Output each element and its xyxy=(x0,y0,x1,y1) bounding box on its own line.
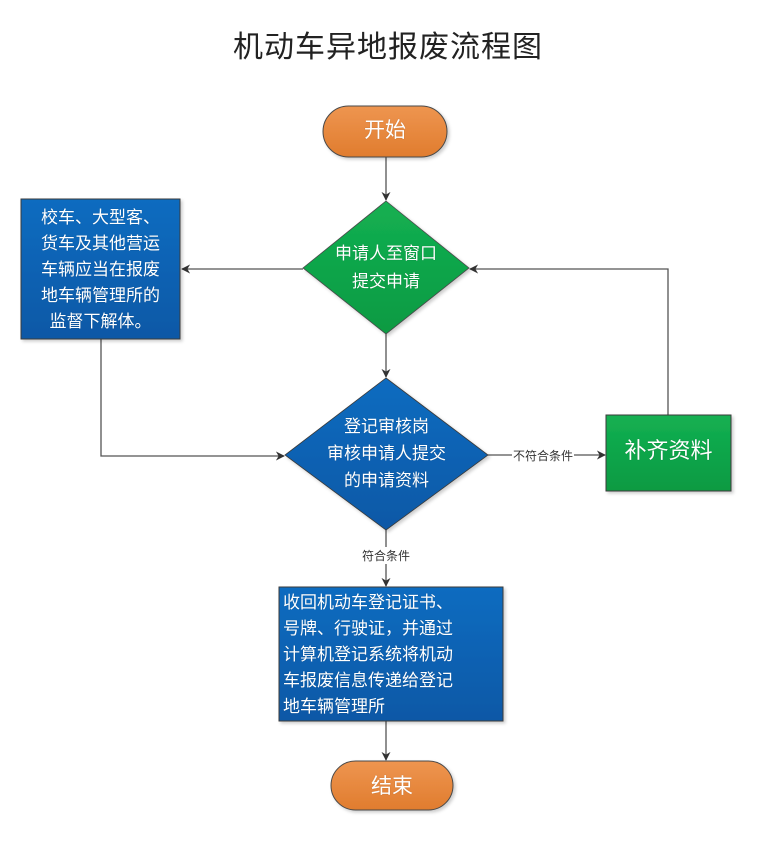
edge-label-qualified: 符合条件 xyxy=(361,547,412,564)
edge-supplement-to-submit xyxy=(469,264,669,415)
node-end xyxy=(330,760,454,811)
node-start xyxy=(322,105,448,158)
node-collect xyxy=(278,586,504,722)
edge-label-not-qualified: 不符合条件 xyxy=(512,447,575,464)
diagram-title: 机动车异地报废流程图 xyxy=(233,30,543,65)
node-supplement xyxy=(605,414,732,492)
node-review xyxy=(284,377,489,531)
node-submit xyxy=(302,200,470,335)
node-special-vehicles xyxy=(20,198,181,340)
edge-special-to-review xyxy=(100,339,285,461)
